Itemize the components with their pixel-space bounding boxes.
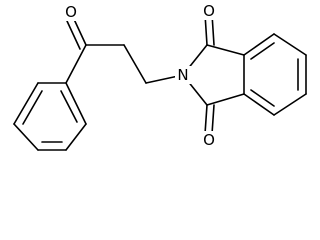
atom-o-imide-top-label: O	[203, 2, 215, 20]
atom-o-ketone-label: O	[65, 3, 77, 21]
bond-benzo-2	[273, 33, 307, 56]
bond-phenyl-6-inner	[60, 90, 78, 123]
bond-carbonyl-o-1	[72, 16, 87, 46]
bond-benzo-5-inner	[250, 89, 275, 107]
atom-n-imide: N	[175, 66, 192, 84]
atom-o-imide-top: O	[201, 2, 217, 20]
atom-o-ketone: O	[63, 3, 79, 21]
bond-phenyl-2-inner	[22, 90, 43, 125]
bond-phenyl-6	[65, 82, 87, 125]
bond-phenyl-carbonyl	[65, 44, 87, 84]
atom-o-imide-bottom-label: O	[203, 131, 215, 149]
bond-benzo-4	[273, 93, 307, 116]
bond-c-bottom-o-1	[204, 104, 208, 135]
bond-phenyl-5	[65, 123, 87, 151]
bond-phenyl-2	[13, 82, 39, 125]
bond-phenyl-3	[13, 123, 39, 151]
structure-diagram: O N O O	[13, 2, 307, 151]
bond-benzo-1-inner	[250, 42, 275, 60]
bond-c-bottom-ring	[206, 93, 245, 106]
bond-benzo-5	[243, 93, 275, 116]
atom-n-imide-label: N	[177, 66, 188, 84]
bond-c-bottom-o-2	[211, 104, 215, 135]
bond-ch2-ch2	[123, 44, 147, 84]
bond-carbonyl-o-2	[66, 20, 81, 50]
atom-o-imide-bottom: O	[201, 131, 217, 149]
bond-c-top-ring	[206, 44, 245, 56]
bond-benzo-1	[243, 33, 275, 56]
